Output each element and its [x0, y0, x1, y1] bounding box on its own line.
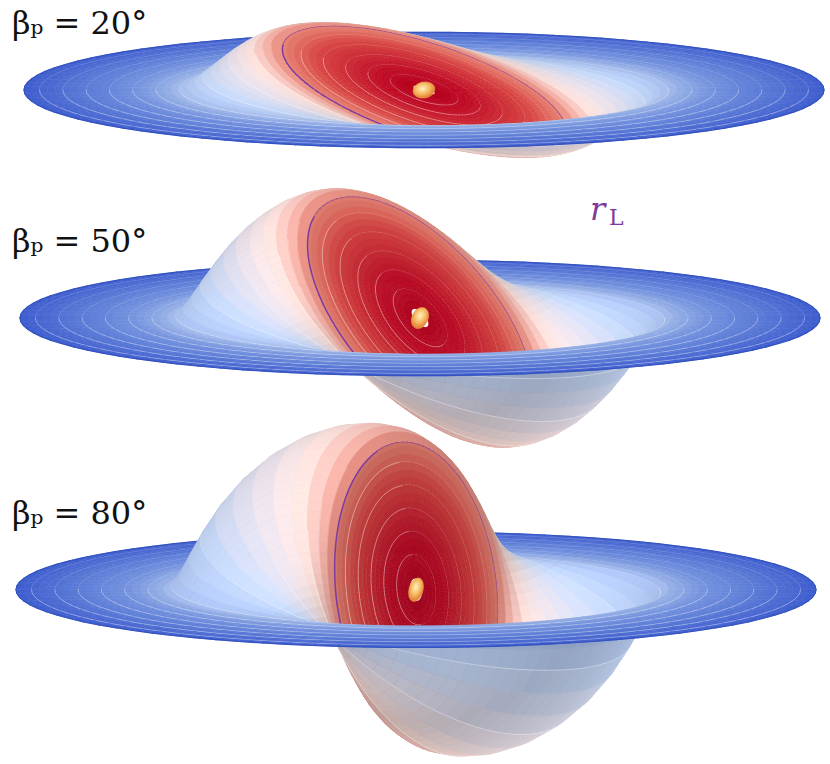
disk-rim: [476, 33, 502, 34]
warped-disk: [24, 23, 824, 158]
disk-rim: [502, 33, 528, 34]
